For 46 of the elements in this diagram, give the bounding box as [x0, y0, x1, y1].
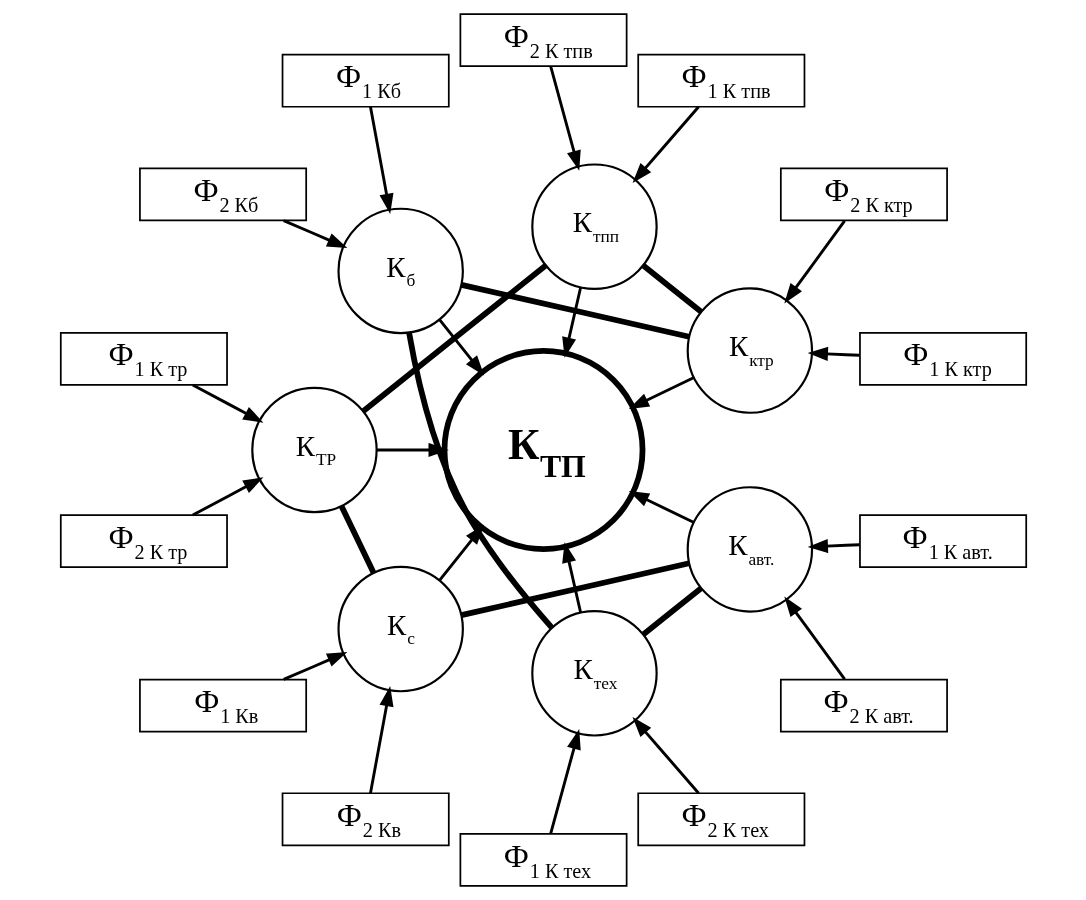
connector: [460, 282, 690, 340]
node-box: Ф$_{1 К тпв}$: [636, 53, 805, 108]
node-box: Ф$_{1 К авт.}$: [858, 514, 1027, 569]
connector: [360, 263, 547, 414]
arrow: [807, 539, 860, 554]
connector: [641, 263, 703, 314]
node-circle: К$_{ТР}$: [250, 386, 378, 514]
connector: [641, 586, 703, 637]
node-box: Ф$_{2 К тпв}$: [459, 13, 627, 67]
node-box: Ф$_{1 Кб}$: [281, 53, 450, 108]
arrow: [548, 729, 581, 834]
node-box: Ф$_{1 К тех}$: [459, 833, 627, 887]
connector: [405, 332, 554, 630]
node-box: Ф$_{2 К авт.}$: [779, 678, 948, 733]
arrow: [628, 491, 694, 524]
arrow: [783, 596, 846, 680]
arrow: [561, 542, 582, 613]
arrow: [438, 318, 484, 376]
arrow: [368, 106, 393, 214]
node-box: Ф$_{1 К ктр}$: [858, 331, 1027, 386]
node-circle: К$_{б}$: [336, 207, 464, 335]
node-box: Ф$_{1 К тр}$: [59, 331, 228, 386]
arrow: [561, 287, 582, 358]
node-circle: К$_{ктр}$: [686, 287, 813, 414]
arrow: [282, 219, 347, 248]
node-circle: К$_{с}$: [336, 565, 464, 693]
arrow: [368, 686, 393, 794]
node-box: Ф$_{2 К тр}$: [59, 514, 228, 569]
node-circle: К$_{ТП}$: [441, 348, 645, 552]
node-box: Ф$_{2 К ктр}$: [779, 167, 948, 222]
node-box: Ф$_{2 Кв}$: [281, 792, 450, 847]
arrow: [632, 105, 700, 183]
arrow: [191, 383, 263, 423]
arrow: [191, 477, 263, 517]
arrow: [632, 717, 700, 795]
node-box: Ф$_{1 Кв}$: [138, 678, 307, 733]
arrow: [548, 66, 581, 171]
node-box: Ф$_{2 Кб}$: [138, 167, 307, 222]
arrow: [282, 652, 347, 681]
connector: [338, 504, 376, 574]
node-circle: К$_{авт.}$: [686, 486, 813, 613]
arrow: [628, 376, 694, 409]
arrow: [783, 220, 846, 304]
connector: [460, 560, 690, 618]
node-box: Ф$_{2 К тех}$: [636, 792, 805, 847]
arrow: [807, 346, 860, 361]
